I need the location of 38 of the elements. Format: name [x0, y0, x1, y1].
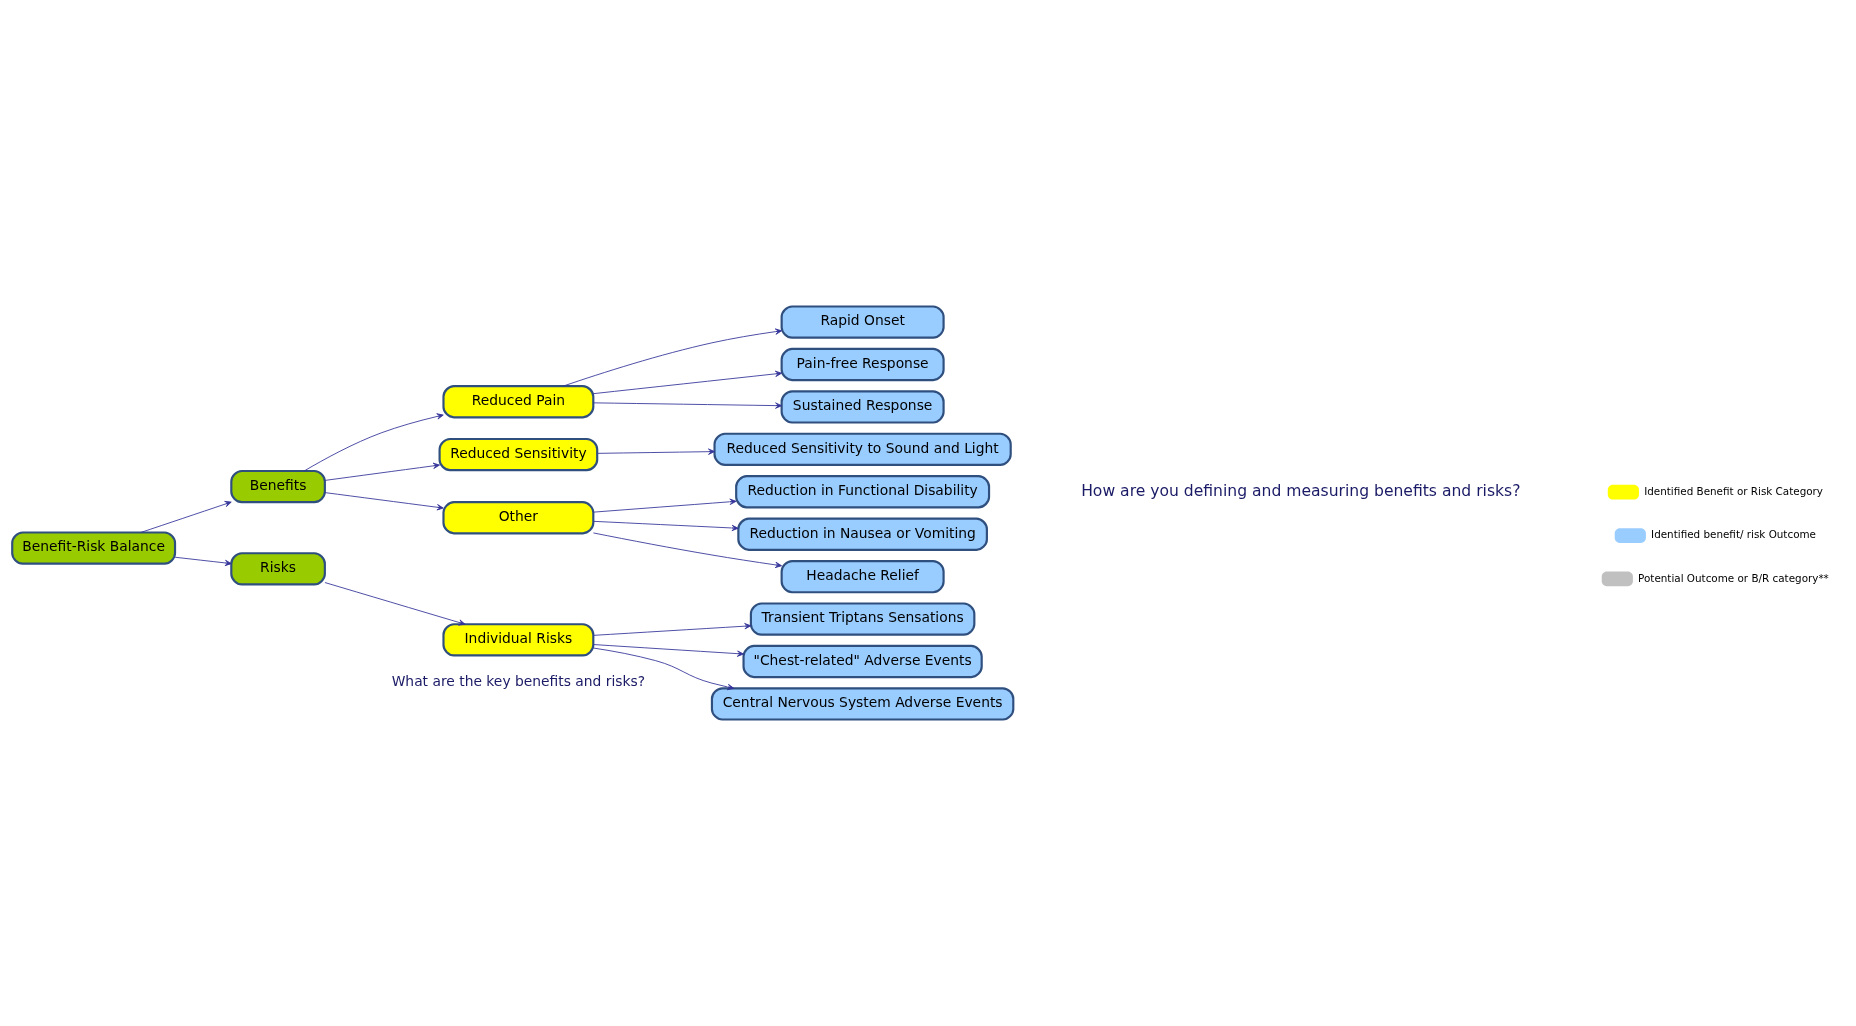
legend-label: Identified benefit/ risk Outcome	[1651, 528, 1816, 541]
node-box: Individual Risks	[442, 623, 595, 657]
label: How are you defining and measuring benefits and risks?	[1081, 481, 1521, 500]
node-box: Benefit-Risk Balance	[11, 531, 177, 565]
arrow	[303, 413, 444, 472]
node-box: Sustained Response	[780, 390, 945, 424]
arrow	[593, 647, 735, 691]
arrow	[596, 448, 715, 455]
arrow	[593, 370, 783, 395]
arrow	[140, 500, 232, 533]
arrow	[174, 556, 232, 567]
node-box: Other	[442, 501, 595, 535]
node-box: Transient Triptans Sensations	[749, 602, 976, 636]
arrow	[593, 532, 782, 569]
arrow	[593, 402, 783, 409]
node-box: Headache Relief	[780, 559, 945, 594]
arrow	[324, 582, 466, 626]
node-box: Reduction in Functional Disability	[735, 475, 991, 509]
arrow	[593, 623, 752, 636]
node-box: Pain-free Response	[780, 347, 945, 382]
arrow	[324, 462, 440, 481]
node-box: Benefits	[230, 469, 326, 504]
arrow	[593, 644, 744, 657]
arrow	[593, 498, 737, 513]
node-box: Rapid Onset	[780, 305, 945, 339]
node-box: Central Nervous System Adverse Events	[710, 687, 1015, 721]
node-box: Reduction in Nausea or Vomiting	[737, 517, 988, 551]
node-box: Reduced Sensitivity	[438, 437, 599, 472]
arrow	[563, 328, 783, 387]
legend-label: Potential Outcome or B/R category**	[1638, 571, 1829, 584]
node-box: "Chest-related" Adverse Events	[742, 644, 983, 679]
legend-label: Identified Benefit or Risk Category	[1644, 484, 1823, 497]
arrow	[324, 492, 444, 511]
node-box: Reduced Sensitivity to Sound and Light	[713, 432, 1012, 466]
label: What are the key benefits and risks?	[391, 672, 646, 689]
arrow	[593, 520, 739, 532]
node-box: Risks	[230, 552, 326, 586]
node-box: Reduced Pain	[442, 385, 595, 419]
